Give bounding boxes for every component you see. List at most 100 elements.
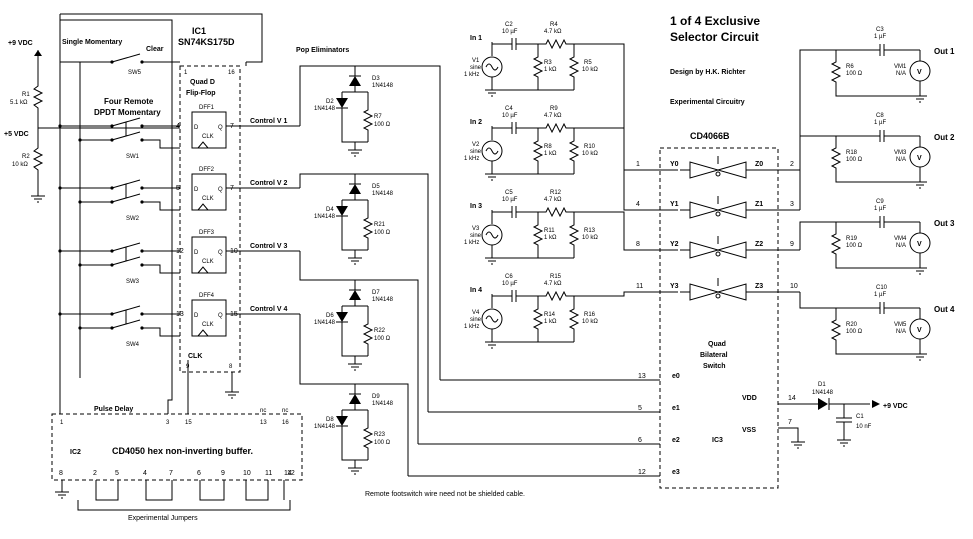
voltmeter-value: N/A <box>896 71 906 77</box>
r2-value: 10 kΩ <box>12 162 28 168</box>
dff-name: DFF4 <box>199 293 215 299</box>
cap-value: 1 µF <box>874 206 886 212</box>
switch-sw2: SW2 <box>58 179 180 222</box>
diode-top-name: D3 <box>372 76 380 82</box>
jumper-loop <box>245 480 269 501</box>
resistor <box>538 38 574 50</box>
designer-credit: Design by H.K. Richter <box>670 69 746 76</box>
capacitor <box>870 130 894 142</box>
diode-top-value: 1N4148 <box>372 191 394 197</box>
e-pin-label: e2 <box>672 437 680 444</box>
dff-d-pin: D <box>194 313 199 319</box>
e-pin-label: e1 <box>672 405 680 412</box>
series-r-value: 4.7 kΩ <box>544 281 562 287</box>
shunt-b-value: 10 kΩ <box>582 319 598 325</box>
source-frequency: 1 kHz <box>464 240 479 246</box>
shunt-a-value: 1 kΩ <box>544 151 557 157</box>
switch-label: SW3 <box>126 279 140 285</box>
dff-box <box>191 111 227 149</box>
ground-icon <box>485 257 499 265</box>
source-name: V1 <box>472 58 480 64</box>
cap-name: C2 <box>505 22 513 28</box>
dff-box <box>191 299 227 337</box>
resistor <box>532 44 544 90</box>
z-pin-number: 10 <box>790 283 798 290</box>
diode-icon <box>349 394 361 404</box>
switch-label: SW4 <box>126 342 140 348</box>
diode-icon <box>349 290 361 300</box>
jumper-loop <box>95 480 119 501</box>
jumpers-label: Experimental Jumpers <box>128 515 198 522</box>
z-pin-number: 3 <box>790 201 794 208</box>
load-r-name: R6 <box>846 64 854 70</box>
four-remote-label: Four Remote <box>104 97 154 106</box>
input-label: In 3 <box>470 203 482 210</box>
voltmeter-name: VM1 <box>894 64 907 70</box>
y-pin-label: Y2 <box>670 241 679 248</box>
diode-icon <box>336 416 348 426</box>
dff-d-pin: D <box>194 250 199 256</box>
ground-icon <box>348 149 362 157</box>
ic1-part: SN74KS175D <box>178 37 235 47</box>
e-pin-label: e3 <box>672 469 680 476</box>
ground-icon <box>913 181 927 189</box>
output-label: Out 1 <box>934 47 955 56</box>
ic2-bottom-pin: 6 <box>197 470 201 477</box>
diode-icon <box>336 98 348 108</box>
cap-name: C5 <box>505 190 513 196</box>
load-r-value: 100 Ω <box>846 243 863 249</box>
voltmeter-value: N/A <box>896 157 906 163</box>
input-label: In 2 <box>470 119 482 126</box>
e-pin-number: 5 <box>638 405 642 412</box>
dff-d-pin: D <box>194 125 199 131</box>
ic1-package <box>179 65 241 373</box>
ic1-clk-label: CLK <box>188 353 202 360</box>
experimental-note: Experimental Circuitry <box>670 99 745 106</box>
pop-resistor-value: 100 Ω <box>374 230 391 236</box>
source-type: sine <box>470 233 482 239</box>
voltmeter-value: N/A <box>896 243 906 249</box>
vdd-pin: 14 <box>788 395 796 402</box>
resistor <box>532 128 544 174</box>
voltmeter-name: VM3 <box>894 150 907 156</box>
diode-d1 <box>818 398 828 410</box>
output-label: Out 4 <box>934 305 955 314</box>
ic3-desc1: Quad <box>708 341 726 348</box>
cap-name: C10 <box>876 285 888 291</box>
r1-value: 5.1 kΩ <box>10 100 28 106</box>
dpdt-momentary-label: DPDT Momentary <box>94 108 161 117</box>
ground-icon <box>837 439 851 447</box>
dff-q-pin: Q <box>218 250 223 256</box>
shunt-b-name: R16 <box>584 312 596 318</box>
ic3-package <box>659 147 779 489</box>
ic1-desc1: Quad D <box>190 79 215 86</box>
load-r-value: 100 Ω <box>846 329 863 335</box>
dff-clk-pin: CLK <box>202 196 214 202</box>
pop-resistor-value: 100 Ω <box>374 122 391 128</box>
ic2-pin3: 3 <box>166 420 170 426</box>
ic2-desc: CD4050 hex non-inverting buffer. <box>112 446 253 456</box>
shunt-b-value: 10 kΩ <box>582 67 598 73</box>
ic1-name: IC1 <box>192 26 206 36</box>
r1-name: R1 <box>22 92 30 98</box>
dff-q-pin: Q <box>218 187 223 193</box>
d1-value: 1N4148 <box>812 390 834 396</box>
source-type: sine <box>470 65 482 71</box>
shunt-b-name: R13 <box>584 228 596 234</box>
diode-icon <box>336 312 348 322</box>
diode-icon <box>349 184 361 194</box>
pop-resistor-value: 100 Ω <box>374 440 391 446</box>
dff-name: DFF3 <box>199 230 215 236</box>
shunt-a-name: R14 <box>544 312 556 318</box>
z-pin-label: Z0 <box>755 161 763 168</box>
clock-triangle-icon <box>197 266 209 274</box>
ground-icon <box>31 195 45 203</box>
output-label: Out 3 <box>934 219 955 228</box>
